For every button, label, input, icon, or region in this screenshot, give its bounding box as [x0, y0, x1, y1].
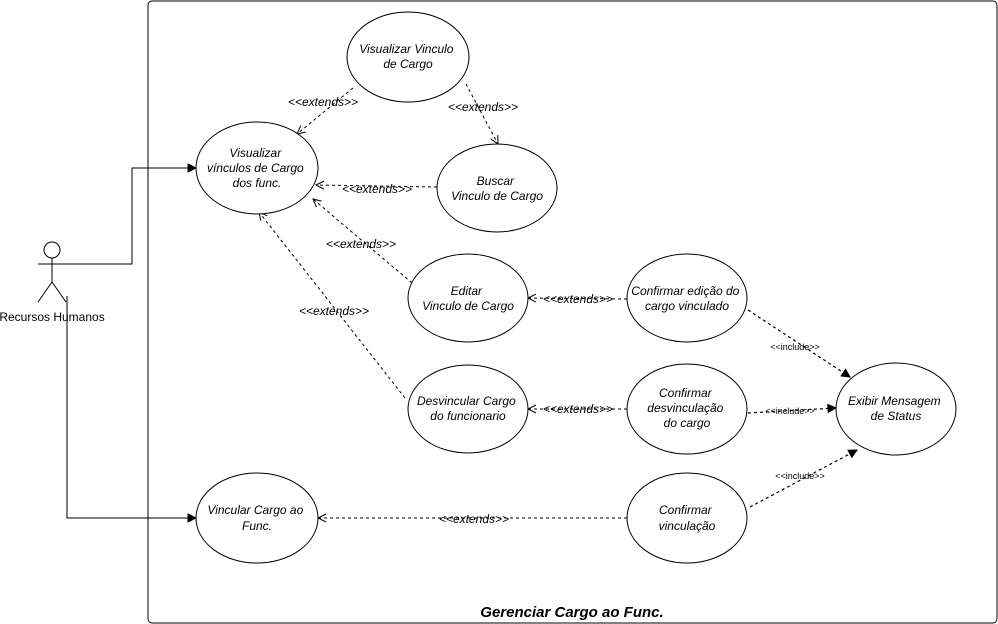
use-case-label: Confirmar edição do cargo vinculado — [631, 284, 742, 313]
use-case-visualizar-vinculo[interactable]: Visualizar Vinculo de Cargo — [346, 11, 470, 103]
label-line-2: Vinculo de Cargo — [451, 189, 543, 203]
label-line-1: Confirmar edição do — [631, 284, 739, 298]
use-case-shape — [626, 472, 748, 564]
association-actor-visualizar[interactable] — [66, 168, 196, 265]
include-edge-confirmar-desvinc-to-exibir[interactable] — [747, 408, 836, 414]
label-line-2: de Status — [871, 409, 922, 423]
extends-label-vv-buscar: <<extends>> — [448, 100, 518, 114]
include-edge-confirmar-vinc-to-exibir[interactable] — [749, 449, 857, 508]
association-actor-vincular[interactable] — [66, 296, 196, 518]
use-case-buscar-vinculo[interactable]: Buscar Vinculo de Cargo — [436, 143, 558, 233]
extends-label-confirmar-edicao: <<extends>> — [543, 292, 613, 306]
use-case-label: Desvincular Cargo do funcionario — [417, 394, 519, 423]
use-case-desvincular-cargo[interactable]: Desvincular Cargo do funcionario — [407, 364, 529, 454]
use-case-label: Visualizar Vinculo de Cargo — [359, 42, 457, 71]
use-case-shape — [346, 11, 470, 103]
use-case-label: Visualizar vínculos de Cargo dos func. — [207, 146, 307, 190]
label-line-2: vinculação — [659, 519, 716, 533]
actor-left-leg — [37, 281, 53, 303]
use-case-shape — [407, 364, 529, 454]
system-boundary-title: Gerenciar Cargo ao Func. — [480, 604, 663, 621]
extends-label-confirmar-desvinc: <<extends>> — [543, 402, 613, 416]
label-line-1: Visualizar Vinculo — [359, 42, 454, 56]
use-case-confirmar-edicao[interactable]: Confirmar edição do cargo vinculado — [626, 253, 748, 343]
actor-recursos-humanos[interactable]: Recursos Humanos — [0, 241, 105, 324]
use-case-confirmar-desvinculacao[interactable]: Confirmar desvinculação do cargo — [626, 363, 748, 455]
label-line-1: Exibir Mensagem — [848, 394, 941, 408]
extends-label-confirmar-vinc: <<extends>> — [439, 512, 509, 526]
use-case-visualizar-vinculos-func[interactable]: Visualizar vínculos de Cargo dos func. — [195, 121, 319, 215]
use-case-editar-vinculo[interactable]: Editar Vinculo de Cargo — [407, 253, 529, 343]
use-case-shape — [195, 472, 319, 564]
use-case-shape — [835, 362, 957, 456]
label-line-2: Func. — [242, 519, 272, 533]
include-edge-confirmar-edicao-to-exibir[interactable] — [747, 309, 850, 377]
label-line-3: do cargo — [664, 416, 711, 430]
label-line-2: Vinculo de Cargo — [422, 299, 514, 313]
use-case-label: Vincular Cargo ao Func. — [207, 503, 306, 533]
label-line-1: Editar — [451, 284, 483, 298]
extends-edge-editar-to-vvf[interactable] — [313, 199, 413, 284]
label-line-2: de Cargo — [383, 57, 433, 71]
use-case-label: Editar Vinculo de Cargo — [422, 284, 514, 313]
label-line-2: do funcionario — [430, 409, 506, 423]
label-line-2: cargo vinculado — [645, 299, 729, 313]
label-line-2: vínculos de Cargo — [207, 161, 304, 175]
extends-edge-vv-to-buscar[interactable] — [465, 83, 498, 144]
use-case-label: Buscar Vinculo de Cargo — [451, 174, 543, 203]
use-case-shape — [407, 253, 529, 343]
actor-label: Recursos Humanos — [0, 310, 105, 324]
extends-edge-buscar-to-vvf[interactable] — [316, 185, 438, 187]
extends-label-vv-vvf: <<extends>> — [288, 95, 358, 109]
include-label-confirmar-edicao: <<include>> — [770, 342, 820, 352]
label-line-2: desvinculação — [647, 401, 723, 415]
label-line-1: Vincular Cargo ao — [207, 503, 303, 517]
label-line-1: Visualizar — [229, 146, 282, 160]
use-case-label: Confirmar desvinculação do cargo — [647, 386, 726, 430]
use-case-label: Exibir Mensagem de Status — [848, 394, 944, 423]
label-line-1: Buscar — [477, 174, 515, 188]
use-case-confirmar-vinculacao[interactable]: Confirmar vinculação — [626, 472, 748, 564]
extends-label-buscar-vvf: <<extends>> — [342, 182, 412, 196]
include-label-confirmar-desvinc: <<include>> — [765, 406, 815, 416]
use-case-shape — [626, 253, 748, 343]
use-case-exibir-mensagem[interactable]: Exibir Mensagem de Status — [835, 362, 957, 456]
extends-edge-confirmar-edicao-to-editar[interactable] — [528, 298, 628, 299]
actor-right-leg — [51, 281, 67, 303]
label-line-1: Confirmar — [659, 386, 713, 400]
extends-label-editar-vvf: <<extends>> — [326, 237, 396, 251]
use-case-shape — [195, 121, 319, 215]
include-label-confirmar-vinc: <<include>> — [775, 471, 825, 481]
extends-edge-vv-to-vvf[interactable] — [297, 87, 354, 134]
system-boundary — [147, 0, 998, 624]
use-case-vincular-cargo[interactable]: Vincular Cargo ao Func. — [195, 472, 319, 564]
use-case-shape — [436, 143, 558, 233]
label-line-3: dos func. — [233, 176, 282, 190]
actor-head — [43, 241, 61, 259]
use-case-label: Confirmar vinculação — [659, 503, 716, 533]
label-line-1: Confirmar — [659, 503, 713, 517]
label-line-1: Desvincular Cargo — [417, 394, 516, 408]
extends-label-desvincular-vvf: <<extends>> — [299, 304, 369, 318]
use-case-shape — [626, 363, 748, 455]
